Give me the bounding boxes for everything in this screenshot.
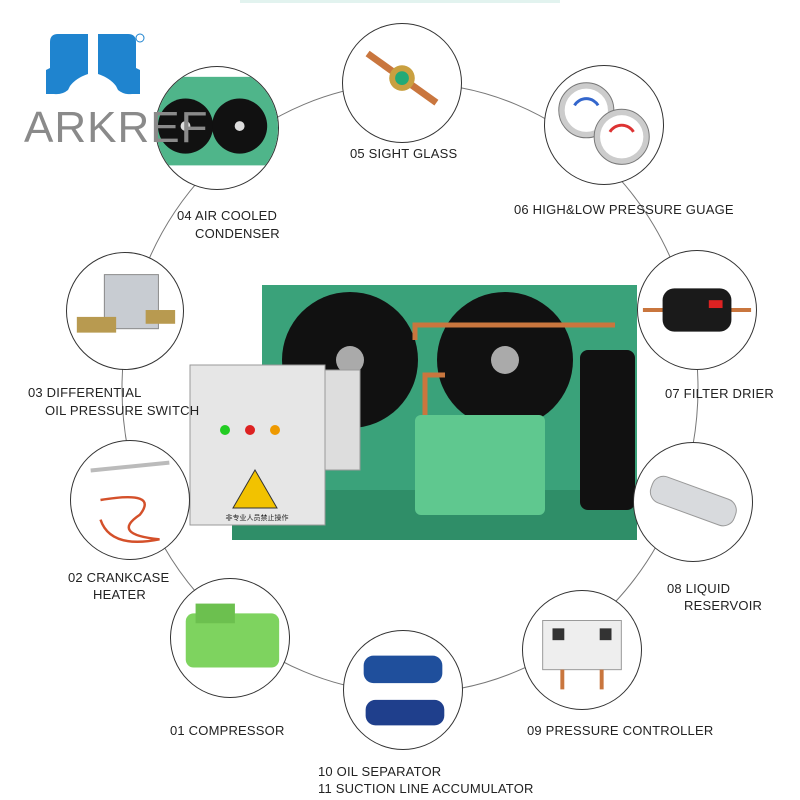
label-liquid-reservoir-2: RESERVOIR [684, 598, 763, 613]
sight-glass-icon [365, 50, 439, 106]
pressure-controller-icon [542, 620, 622, 690]
oil-pressure-switch-icon [76, 274, 176, 333]
label-filter-drier: 07 FILTER DRIER [665, 386, 774, 401]
liquid-reservoir-icon [649, 475, 737, 527]
label-condenser-2: CONDENSER [195, 226, 280, 241]
pressure-gauge-bubble [544, 65, 664, 185]
label-sight-glass: 05 SIGHT GLASS [350, 146, 458, 161]
label-compressor: 01 COMPRESSOR [170, 723, 285, 738]
oil-separator-bubble [343, 630, 463, 750]
label-suction-line-accumulator: 11 SUCTION LINE ACCUMULATOR [318, 781, 534, 796]
label-condenser-1: 04 AIR COOLED [177, 208, 278, 223]
logo-mark-icon [46, 33, 145, 95]
sight-glass-bubble [342, 23, 462, 143]
label-pressure-gauge: 06 HIGH&LOW PRESSURE GUAGE [514, 202, 734, 217]
compressor-bubble [170, 578, 290, 698]
liquid-reservoir-bubble [633, 442, 753, 562]
condenser-bubble [155, 66, 279, 190]
condensing-unit-image: 非专业人员禁止操作 [189, 285, 637, 540]
crankcase-heater-bubble [70, 440, 190, 560]
filter-drier-icon [642, 288, 752, 332]
label-liquid-reservoir-1: 08 LIQUID [667, 581, 731, 596]
brand-name: ARKREF [24, 103, 209, 152]
label-crankcase-heater-2: HEATER [93, 587, 146, 602]
label-oil-separator: 10 OIL SEPARATOR [318, 764, 442, 779]
oil-pressure-switch-bubble [66, 252, 184, 370]
oil-separator-icon [363, 655, 445, 726]
pressure-controller-bubble [522, 590, 642, 710]
label-pressure-controller: 09 PRESSURE CONTROLLER [527, 723, 714, 738]
label-oil-pressure-switch-1: 03 DIFFERENTIAL [28, 385, 142, 400]
crankcase-heater-icon [90, 460, 170, 543]
condenser-icon [156, 76, 278, 166]
pressure-gauge-icon [558, 82, 650, 165]
label-oil-pressure-switch-2: OIL PRESSURE SWITCH [45, 403, 200, 418]
compressor-icon [185, 603, 280, 668]
label-crankcase-heater-1: 02 CRANKCASE [68, 570, 170, 585]
filter-drier-bubble [637, 250, 757, 370]
warning-label: 非专业人员禁止操作 [226, 513, 289, 522]
